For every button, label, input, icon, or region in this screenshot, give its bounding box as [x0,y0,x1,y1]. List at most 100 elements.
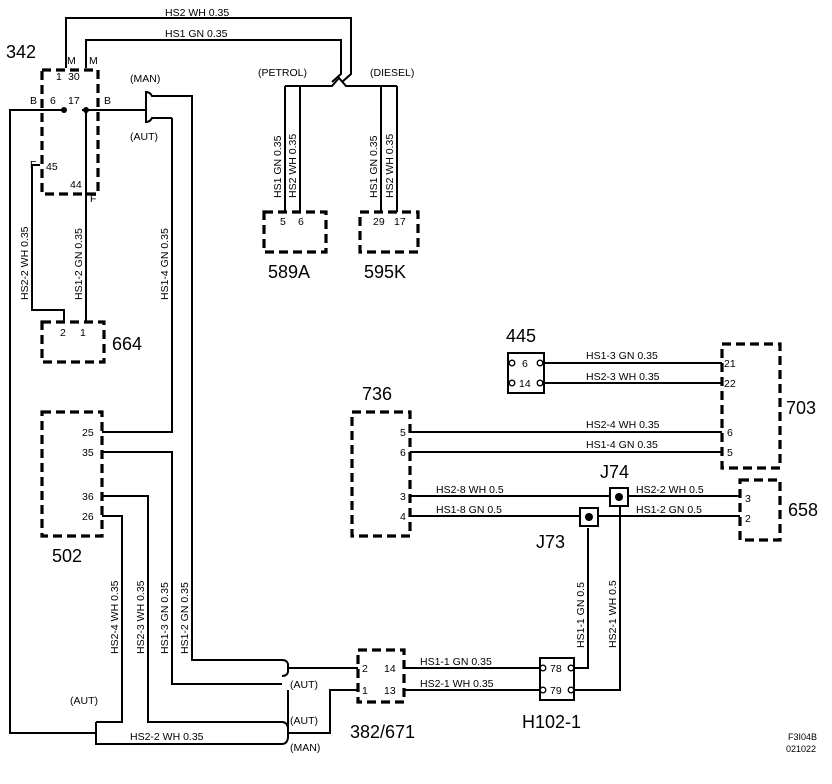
wire-label-petrol-hs1: HS1 GN 0.35 [272,135,284,198]
pin-736-5: 5 [400,427,406,439]
figure-code-line1: F3I04B [788,732,817,742]
pin-703-22: 22 [724,378,736,390]
variant-aut-top: (AUT) [130,131,158,143]
wire-label-diesel-hs1: HS1 GN 0.35 [368,135,380,198]
wire-label-hs2-2-h: HS2-2 WH 0.5 [636,484,704,496]
wire-label-hs2-3-vert: HS2-3 WH 0.35 [135,580,147,654]
pin-382-1: 1 [362,685,368,697]
wire-label-hs1-2-vert2: HS1-2 GN 0.35 [179,582,191,654]
wire-label-hs1-8: HS1-8 GN 0.5 [436,504,502,516]
wire-label-hs1-1-h: HS1-1 GN 0.35 [420,656,492,668]
wire-hs1-4-vert [102,118,173,433]
variant-aut-382b: (AUT) [290,715,318,727]
pin-342-b1: B [30,95,37,107]
label-664: 664 [112,334,142,354]
wire-label-hs2-2-bottom: HS2-2 WH 0.35 [130,731,204,743]
pin-703-5: 5 [727,447,733,459]
pin-382-14: 14 [384,663,396,675]
pin-736-4: 4 [400,511,406,523]
wire-top-fork [145,90,193,110]
variant-petrol: (PETROL) [258,67,307,79]
wire-hs2-1 [574,506,621,691]
wire-label-hs2-8: HS2-8 WH 0.5 [436,484,504,496]
pin-342-30: 30 [68,71,80,83]
variant-man-bottom: (MAN) [290,742,320,754]
wire-label-hs1-4: HS1-4 GN 0.35 [586,439,658,451]
variant-labels: (PETROL) (DIESEL) (MAN) (AUT) (AUT) (AUT… [70,67,414,754]
pin-703-6: 6 [727,427,733,439]
wire-hs2-top [65,17,352,83]
box-382 [356,648,406,704]
wire-hs2-2-vert [31,164,65,322]
pin-h102-79: 79 [550,685,562,697]
wire-label-hs2-4: HS2-4 WH 0.35 [586,419,660,431]
pin-502-35: 35 [82,447,94,459]
wire-label-hs2-3: HS2-3 WH 0.35 [586,371,660,383]
pin-342-m1: M [67,55,76,67]
pin-589-5: 5 [280,216,286,228]
wire-label-top-hs1: HS1 GN 0.35 [165,28,228,40]
wire-label-hs1-3: HS1-3 GN 0.35 [586,350,658,362]
box-589a [262,210,328,254]
label-h102: H102-1 [522,712,581,732]
figure-code-line2: 021022 [786,744,816,754]
wire-502-36 [102,495,282,723]
wire-bottom-hs2-2 [95,722,282,745]
pin-664-2: 2 [60,327,66,339]
wire-labels: HS2 WH 0.35 HS1 GN 0.35 HS1 GN 0.35 HS2 … [19,7,704,743]
pin-342-m2: M [89,55,98,67]
label-382: 382/671 [350,722,415,742]
variant-diesel: (DIESEL) [370,67,414,79]
wire-hs1-2-vert [191,98,282,661]
label-595k: 595K [364,262,406,282]
box-342 [40,68,100,196]
wires [9,17,740,745]
pin-703-21: 21 [724,358,736,370]
pin-342-b2: B [104,95,111,107]
pin-589-6: 6 [298,216,304,228]
box-703 [720,342,782,470]
pin-circles [508,359,575,694]
pin-445-6: 6 [522,358,528,370]
box-h102 [539,657,575,701]
pin-595-29: 29 [373,216,385,228]
box-664 [40,320,106,364]
pin-736-6: 6 [400,447,406,459]
wire-label-hs1-1-vert: HS1-1 GN 0.5 [575,582,587,648]
pin-342-17: 17 [68,95,80,107]
pin-circle-h102-78b [567,664,575,672]
wire-split-bus [285,76,397,87]
pin-658-3: 3 [745,493,751,505]
wire-label-petrol-hs2: HS2 WH 0.35 [287,134,299,198]
box-595k [358,210,420,254]
pin-595-17: 17 [394,216,406,228]
box-736 [350,410,412,538]
variant-man-top: (MAN) [130,73,160,85]
label-658: 658 [788,500,818,520]
pin-labels: 1 30 M M B 6 17 B F 45 44 F 2 1 5 6 29 1… [30,55,751,697]
wire-label-hs1-2-h: HS1-2 GN 0.5 [636,504,702,516]
label-j73: J73 [536,532,565,552]
pin-circle-h102-79 [539,686,547,694]
splice-j74 [609,487,629,507]
pin-502-26: 26 [82,511,94,523]
pin-h102-78: 78 [550,663,562,675]
pin-502-36: 36 [82,491,94,503]
wire-hs1-1 [574,528,589,669]
label-736: 736 [362,384,392,404]
wire-label-hs2-2-vert: HS2-2 WH 0.35 [19,226,31,300]
pin-664-1: 1 [80,327,86,339]
pin-342-44: 44 [70,179,82,191]
pin-circle-h102-79b [567,686,575,694]
pin-342-6: 6 [50,95,56,107]
label-445: 445 [506,326,536,346]
box-658 [738,478,782,542]
wire-top-fork-aut [145,110,172,124]
pin-circle-445-14 [508,379,516,387]
box-502 [40,410,104,538]
wire-fork-382-top [281,659,289,677]
junction-dot-342-6 [61,107,67,113]
pin-382-13: 13 [384,685,396,697]
variant-aut-left: (AUT) [70,695,98,707]
pin-circle-445-6 [508,359,516,367]
